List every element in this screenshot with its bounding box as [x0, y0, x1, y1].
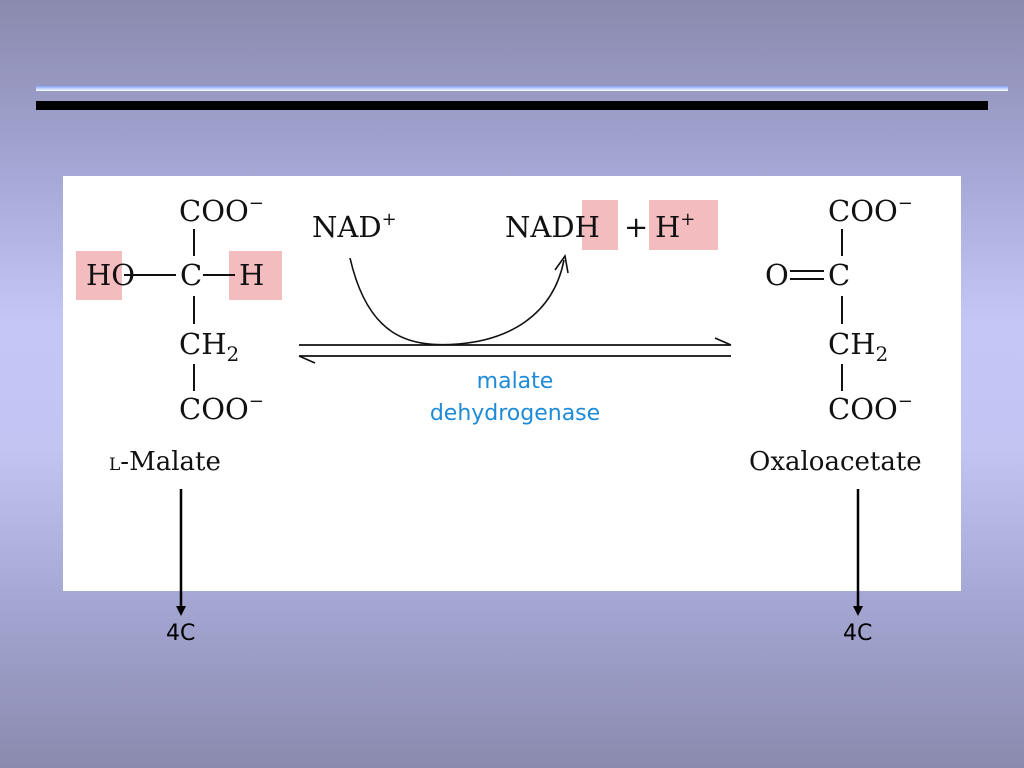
right-carbon-arrow-head: [853, 606, 863, 616]
oxaloacetate-name: Oxaloacetate: [749, 447, 922, 477]
nadh-h-highlight: [582, 200, 618, 250]
malate-bottom-carboxylate: COO−: [179, 391, 264, 426]
title-rule-black: [36, 101, 988, 110]
reaction-diagram: COO− HO C H CH2 COO− L-Malate NAD+ NADH …: [76, 193, 922, 477]
oxaloacetate-structure: COO− O C CH2 COO− Oxaloacetate: [749, 193, 922, 477]
malate-h-atom: H: [239, 258, 264, 292]
left-carbon-arrow-head: [176, 606, 186, 616]
cofactor-plus-sign: +: [624, 210, 648, 244]
oxaloacetate-oxygen: O: [765, 258, 789, 292]
malate-top-carboxylate: COO−: [179, 193, 264, 228]
cofactor-curved-arrow: [349, 257, 565, 346]
oxaloacetate-bottom-carboxylate: COO−: [828, 391, 913, 426]
reverse-arrow-head: [298, 355, 316, 364]
malate-name: L-Malate: [109, 447, 221, 477]
reaction-panel: COO− HO C H CH2 COO− L-Malate NAD+ NADH …: [63, 176, 961, 591]
oxaloacetate-carbonyl-carbon: C: [828, 258, 850, 292]
left-carbon-count: 4C: [166, 621, 196, 646]
proton-label: H+: [655, 209, 695, 244]
equilibrium-arrows: [298, 337, 732, 364]
right-carbon-count: 4C: [843, 621, 873, 646]
enzyme-name-line1: malate: [477, 369, 554, 394]
malate-center-carbon: C: [180, 258, 202, 292]
malate-methylene: CH2: [179, 327, 239, 366]
proton-highlight: [649, 200, 718, 250]
nad-plus-label: NAD+: [312, 209, 397, 244]
cofactor-group: NAD+ NADH + H+: [312, 200, 718, 346]
malate-h-highlight: [229, 251, 282, 300]
oxaloacetate-methylene: CH2: [828, 327, 888, 366]
malate-ho-highlight: [76, 251, 122, 300]
malate-structure: COO− HO C H CH2 COO− L-Malate: [76, 193, 282, 477]
forward-arrow-head: [714, 337, 732, 346]
cofactor-arrowhead: [554, 253, 569, 274]
title-rule-blue: [36, 86, 1008, 91]
enzyme-name-line2: dehydrogenase: [430, 401, 600, 426]
oxaloacetate-top-carboxylate: COO−: [828, 193, 913, 228]
nadh-label: NADH: [505, 210, 600, 244]
